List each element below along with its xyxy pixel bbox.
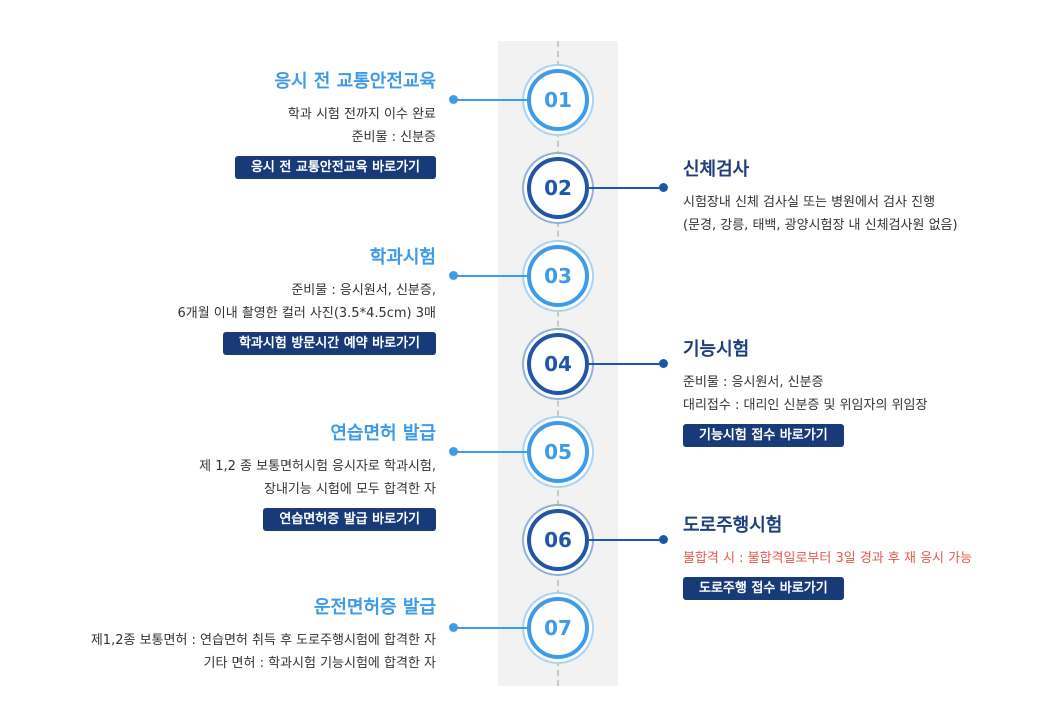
step-desc-line: 학과 시험 전까지 이수 완료 bbox=[287, 107, 436, 122]
learner-license-issue-button[interactable]: 연습면허증 발급 바로가기 bbox=[263, 508, 436, 531]
step-desc-line: 준비물 : 응시원서, 신분증, bbox=[291, 283, 436, 298]
step-title: 도로주행시험 bbox=[683, 515, 783, 536]
step-desc-line-warning: 불합격 시 : 불합격일로부터 3일 경과 후 재 응시 가능 bbox=[683, 551, 973, 566]
step-number-02: 02 bbox=[527, 157, 589, 219]
step-title: 응시 전 교통안전교육 bbox=[274, 71, 436, 92]
step-desc-line: 준비물 : 신분증 bbox=[351, 130, 436, 145]
step-05-dot bbox=[449, 447, 458, 456]
step-06-dot bbox=[659, 535, 668, 544]
step-02-dot bbox=[659, 183, 668, 192]
step-number-01: 01 bbox=[527, 69, 589, 131]
step-number-03: 03 bbox=[527, 245, 589, 307]
step-number-04: 04 bbox=[527, 333, 589, 395]
step-desc-line: 준비물 : 응시원서, 신분증 bbox=[683, 375, 824, 390]
step-01-dot bbox=[449, 95, 458, 104]
written-test-reservation-button[interactable]: 학과시험 방문시간 예약 바로가기 bbox=[222, 332, 436, 355]
step-desc-line: 시험장내 신체 검사실 또는 병원에서 검사 진행 bbox=[683, 195, 936, 210]
step-desc-line: (문경, 강릉, 태백, 광양시험장 내 신체검사원 없음) bbox=[683, 218, 958, 233]
step-title: 신체검사 bbox=[683, 159, 750, 180]
step-04-dot bbox=[659, 359, 668, 368]
step-06-connector bbox=[589, 539, 663, 541]
step-number-07: 07 bbox=[527, 597, 589, 659]
step-desc-line: 기타 면허 : 학과시험 기능시험에 합격한 자 bbox=[203, 656, 437, 671]
step-number-06: 06 bbox=[527, 509, 589, 571]
step-title: 연습면허 발급 bbox=[330, 423, 436, 444]
step-desc-line: 장내기능 시험에 모두 합격한 자 bbox=[263, 482, 436, 497]
step-desc-line: 대리접수 : 대리인 신분증 및 위임자의 위임장 bbox=[683, 398, 928, 413]
step-07-dot bbox=[449, 623, 458, 632]
step-desc-line: 제 1,2 종 보통면허시험 응시자로 학과시험, bbox=[199, 459, 436, 474]
step-01-connector bbox=[453, 99, 527, 101]
step-desc-line: 6개월 이내 촬영한 컬러 사진(3.5*4.5cm) 3매 bbox=[177, 306, 436, 321]
step-title: 기능시험 bbox=[683, 339, 750, 360]
step-title: 운전면허증 발급 bbox=[313, 597, 436, 618]
road-test-register-button[interactable]: 도로주행 접수 바로가기 bbox=[683, 577, 844, 600]
step-04-connector bbox=[589, 363, 663, 365]
step-05-connector bbox=[453, 451, 527, 453]
step-title: 학과시험 bbox=[369, 247, 436, 268]
step-number-05: 05 bbox=[527, 421, 589, 483]
step-03-connector bbox=[453, 275, 527, 277]
step-07-connector bbox=[453, 627, 527, 629]
step-desc-line: 제1,2종 보통면허 : 연습면허 취득 후 도로주행시험에 합격한 자 bbox=[90, 633, 436, 648]
skill-test-register-button[interactable]: 기능시험 접수 바로가기 bbox=[683, 424, 844, 447]
safety-education-link-button[interactable]: 응시 전 교통안전교육 바로가기 bbox=[234, 156, 436, 179]
step-03-dot bbox=[449, 271, 458, 280]
step-02-connector bbox=[589, 187, 663, 189]
